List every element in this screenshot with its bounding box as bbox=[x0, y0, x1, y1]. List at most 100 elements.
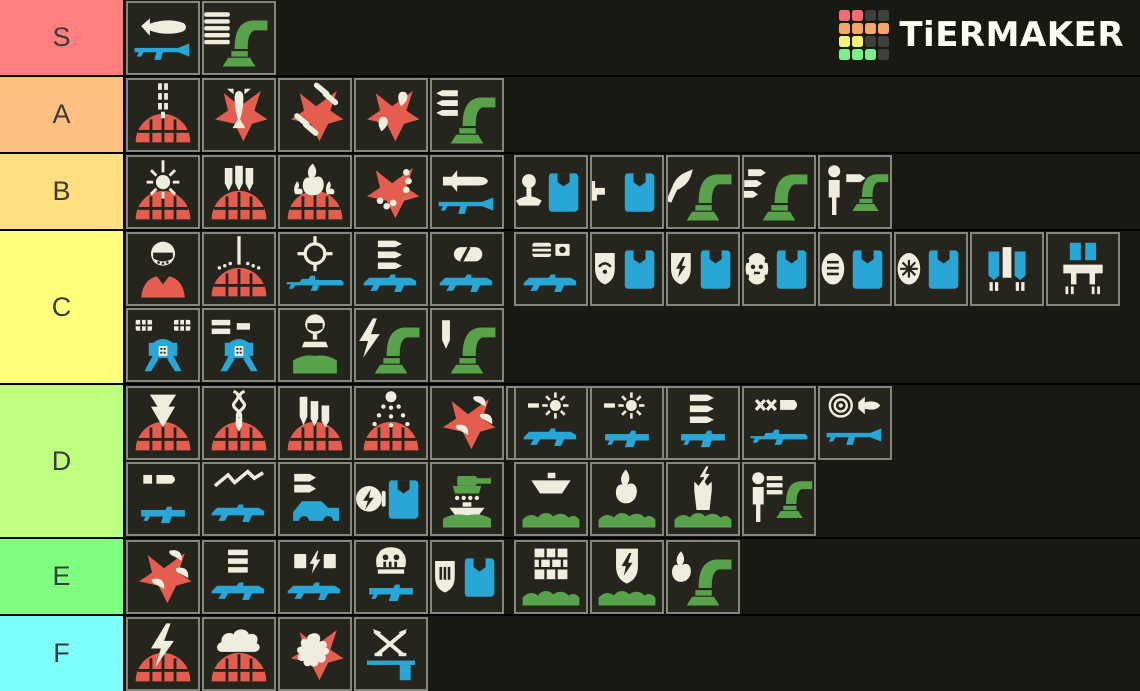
item-exosuit-missile-mech[interactable] bbox=[126, 308, 200, 382]
tier-dropzone-d[interactable] bbox=[125, 385, 1140, 537]
tier-label-d: D bbox=[0, 385, 125, 537]
tier-dropzone-b[interactable] bbox=[125, 154, 1140, 229]
rocket-sentry-icon bbox=[668, 169, 732, 221]
item-eagle-napalm-airstrike[interactable] bbox=[430, 386, 504, 460]
item-gas-smg[interactable] bbox=[354, 540, 428, 614]
tile-group bbox=[125, 461, 505, 537]
tiermaker-logo: TiERMAKER bbox=[839, 10, 1124, 60]
item-eagle-rocket-burst[interactable] bbox=[278, 617, 352, 691]
orbital-railcannon-strike-icon bbox=[135, 83, 191, 143]
item-ballistic-shield-backpack[interactable] bbox=[430, 540, 504, 614]
item-orbital-ems-strike[interactable] bbox=[126, 617, 200, 691]
tier-row-c: C bbox=[0, 231, 1140, 385]
tier-label-b: B bbox=[0, 154, 125, 229]
item-orbital-airburst-strike[interactable] bbox=[354, 386, 428, 460]
tile-group bbox=[125, 77, 505, 153]
item-orbital-380mm-barrage[interactable] bbox=[202, 155, 276, 229]
item-arc-sentry[interactable] bbox=[354, 308, 428, 382]
tier-label-e: E bbox=[0, 539, 125, 614]
item-autocannon[interactable] bbox=[514, 232, 588, 306]
item-expendable-anti-tank[interactable] bbox=[126, 1, 200, 75]
item-gatling-sentry[interactable] bbox=[430, 78, 504, 152]
item-orbital-precision-strike[interactable] bbox=[126, 386, 200, 460]
item-orbital-ems-probe-strike[interactable] bbox=[202, 232, 276, 306]
item-eagle-cluster-bomb[interactable] bbox=[354, 155, 428, 229]
item-laser-rifle[interactable] bbox=[590, 386, 664, 460]
item-hover-pack[interactable] bbox=[1046, 232, 1120, 306]
item-hellbomb-tower[interactable] bbox=[666, 462, 740, 536]
item-mg-emplacement[interactable] bbox=[742, 462, 816, 536]
tier-row-f: F bbox=[0, 616, 1140, 691]
hover-pack-icon bbox=[1063, 242, 1103, 295]
item-guard-dog-backpack[interactable] bbox=[818, 232, 892, 306]
item-eagle-airstrike[interactable] bbox=[354, 78, 428, 152]
item-jump-pack[interactable] bbox=[970, 232, 1044, 306]
item-orbital-laser[interactable] bbox=[126, 155, 200, 229]
item-weapon-case-backpack[interactable] bbox=[590, 155, 664, 229]
item-mortar-sentry[interactable] bbox=[430, 308, 504, 382]
tier-subrow bbox=[125, 385, 1140, 461]
item-flame-sentry[interactable] bbox=[666, 540, 740, 614]
item-spear-launcher[interactable] bbox=[818, 386, 892, 460]
item-orbital-napalm-barrage[interactable] bbox=[278, 155, 352, 229]
item-guard-dog-rover-backpack[interactable] bbox=[742, 232, 816, 306]
item-orbital-gas-strike[interactable] bbox=[202, 386, 276, 460]
tier-subrow bbox=[125, 616, 1140, 691]
item-recon-vehicle[interactable] bbox=[278, 462, 352, 536]
item-eagle-500kg-bomb[interactable] bbox=[202, 78, 276, 152]
item-eagle-strafing-run[interactable] bbox=[278, 78, 352, 152]
item-hmg-emplacement[interactable] bbox=[818, 155, 892, 229]
item-pilot-emplacement[interactable] bbox=[278, 308, 352, 382]
item-exosuit-cannon-mech[interactable] bbox=[202, 308, 276, 382]
item-grenade-launcher[interactable] bbox=[126, 462, 200, 536]
item-shield-generator-backpack[interactable] bbox=[666, 232, 740, 306]
item-directional-shield-backpack[interactable] bbox=[590, 232, 664, 306]
item-dart-sterilizer-gun[interactable] bbox=[742, 386, 816, 460]
item-machine-gun-sentry[interactable] bbox=[202, 1, 276, 75]
item-guard-dog-laser-backpack[interactable] bbox=[894, 232, 968, 306]
machine-gun-sentry-icon bbox=[204, 12, 268, 67]
tiermaker-grid-icon bbox=[839, 10, 890, 60]
item-barricade-emplacement[interactable] bbox=[514, 540, 588, 614]
tier-dropzone-c[interactable] bbox=[125, 231, 1140, 383]
recon-vehicle-icon bbox=[293, 473, 340, 526]
shield-generator-backpack-icon bbox=[671, 250, 731, 289]
item-orbital-walking-barrage[interactable] bbox=[278, 386, 352, 460]
tier-dropzone-s[interactable] bbox=[125, 0, 1140, 75]
shield-relay-emplacement-icon bbox=[598, 548, 656, 606]
item-machine-gun[interactable] bbox=[354, 232, 428, 306]
item-laser-cannon[interactable] bbox=[514, 386, 588, 460]
item-anti-tank-emplacement[interactable] bbox=[430, 462, 504, 536]
item-heavy-machine-gun[interactable] bbox=[666, 386, 740, 460]
mg-emplacement-icon bbox=[752, 472, 813, 522]
item-orbital-railcannon-strike[interactable] bbox=[126, 78, 200, 152]
item-arc-thrower[interactable] bbox=[202, 462, 276, 536]
item-shield-relay-emplacement[interactable] bbox=[590, 540, 664, 614]
marksman-rifle-icon bbox=[211, 549, 265, 600]
item-anti-materiel-rifle[interactable] bbox=[278, 232, 352, 306]
item-railgun[interactable] bbox=[278, 540, 352, 614]
hellbomb-backpack-icon bbox=[516, 173, 579, 212]
tier-dropzone-f[interactable] bbox=[125, 616, 1140, 691]
tier-dropzone-a[interactable] bbox=[125, 77, 1140, 152]
item-relay-emplacement[interactable] bbox=[514, 462, 588, 536]
item-stalwart-mg[interactable] bbox=[430, 232, 504, 306]
commando-launcher-icon bbox=[438, 170, 494, 214]
tile-group bbox=[125, 539, 505, 615]
eagle-napalm-airstrike-icon bbox=[442, 396, 496, 450]
item-eagle-smoke-strike[interactable] bbox=[126, 540, 200, 614]
item-eagle-pilot[interactable] bbox=[126, 232, 200, 306]
item-energy-cell-backpack[interactable] bbox=[354, 462, 428, 536]
logo-grid-cell bbox=[878, 49, 890, 60]
orbital-380mm-barrage-icon bbox=[211, 165, 267, 220]
item-rocket-sentry[interactable] bbox=[666, 155, 740, 229]
item-autocannon-sentry[interactable] bbox=[742, 155, 816, 229]
item-orbital-smoke-strike[interactable] bbox=[202, 617, 276, 691]
item-incendiary-mines[interactable] bbox=[590, 462, 664, 536]
item-hellbomb-backpack[interactable] bbox=[514, 155, 588, 229]
item-commando-launcher[interactable] bbox=[430, 155, 504, 229]
logo-grid-cell bbox=[852, 49, 864, 60]
item-flag-stratagem[interactable] bbox=[354, 617, 428, 691]
tier-dropzone-e[interactable] bbox=[125, 539, 1140, 614]
item-marksman-rifle[interactable] bbox=[202, 540, 276, 614]
